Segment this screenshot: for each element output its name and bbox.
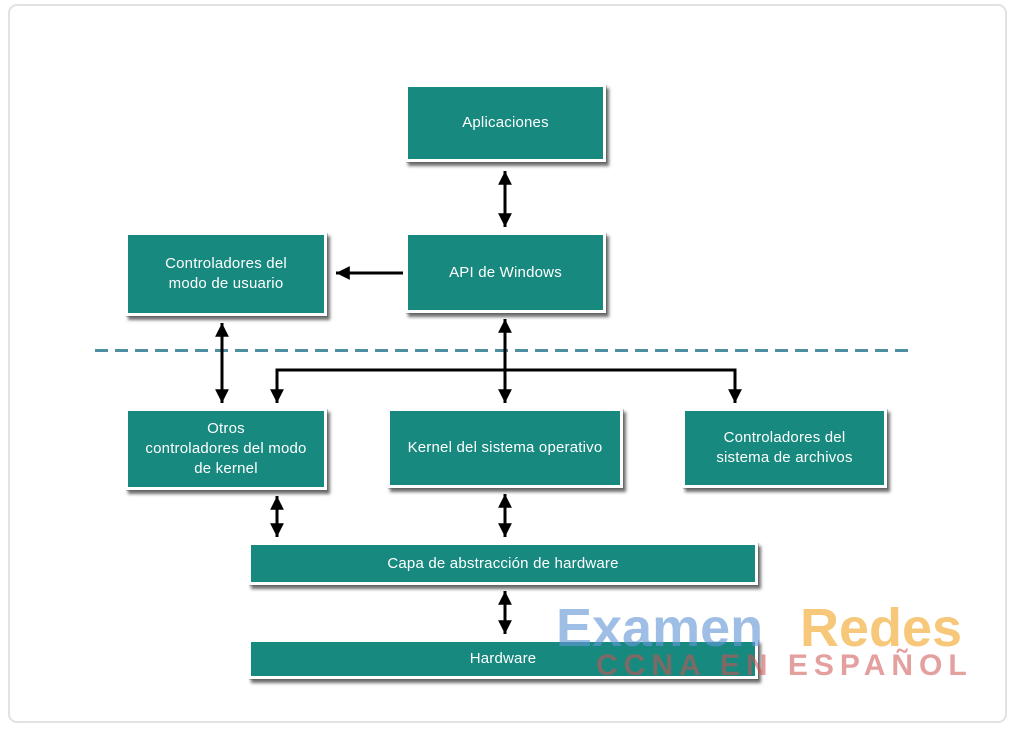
- box-hardware-label: Hardware: [469, 650, 537, 667]
- box-api-windows: API de Windows: [405, 232, 606, 313]
- box-otros-controladores-modo-kernel: Otros controladores del modo de kernel: [125, 408, 327, 490]
- box-aplicaciones-label: Aplicaciones: [462, 114, 549, 131]
- box-capa-abstraccion-hardware: Capa de abstracción de hardware: [248, 542, 758, 585]
- box-otros-controladores-modo-kernel-label: Otros controladores del modo de kernel: [145, 420, 307, 477]
- box-api-windows-label: API de Windows: [449, 263, 562, 281]
- box-kernel-sistema-operativo: Kernel del sistema operativo: [387, 408, 623, 488]
- box-controladores-sistema-archivos: Controladores del sistema de archivos: [682, 408, 887, 488]
- box-aplicaciones: Aplicaciones: [405, 84, 606, 162]
- box-controladores-sistema-archivos-label: Controladores del sistema de archivos: [716, 429, 853, 466]
- box-controladores-modo-usuario: Controladores del modo de usuario: [125, 232, 327, 316]
- box-kernel-sistema-operativo-label: Kernel del sistema operativo: [407, 439, 603, 456]
- box-capa-abstraccion-hardware-label: Capa de abstracción de hardware: [387, 554, 619, 572]
- box-hardware: Hardware: [248, 639, 758, 679]
- box-controladores-modo-usuario-label: Controladores del modo de usuario: [165, 255, 287, 292]
